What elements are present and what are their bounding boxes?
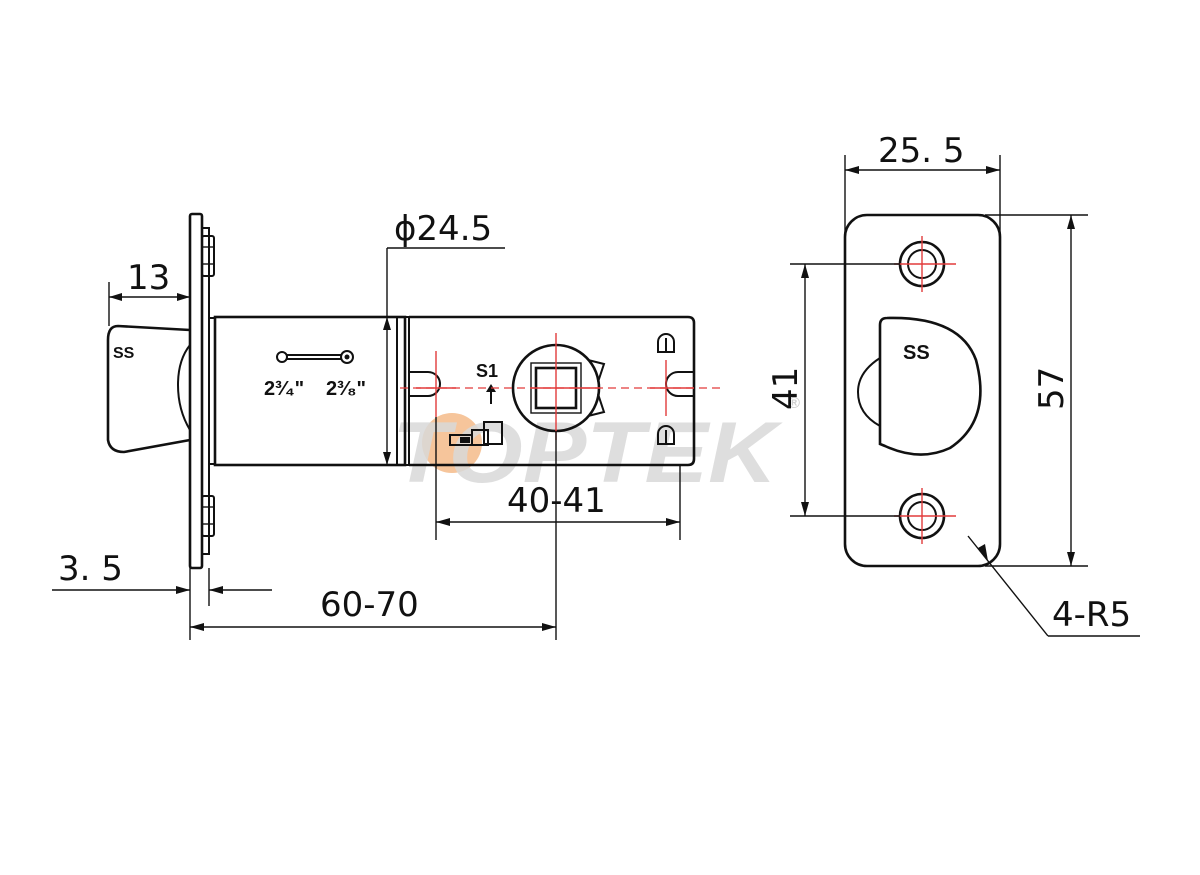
backset-adjuster bbox=[276, 350, 354, 364]
strike-mark: SS bbox=[903, 342, 930, 364]
strike-screw-hole-bottom bbox=[894, 488, 956, 544]
dim-13: 13 bbox=[127, 258, 170, 298]
strike-plate bbox=[843, 213, 1002, 568]
dim-3-5: 3. 5 bbox=[58, 549, 123, 589]
setting-mark: S1 bbox=[476, 361, 498, 381]
backset-label-long: 2³⁄₈" bbox=[326, 378, 366, 400]
dim-41: 41 bbox=[766, 367, 806, 410]
strike-opening bbox=[878, 316, 982, 456]
strike-plate-view: SS bbox=[843, 213, 1002, 568]
dim-40-41: 40-41 bbox=[507, 481, 606, 521]
dim-4-r5: 4-R5 bbox=[1052, 595, 1131, 635]
latch-faceplate bbox=[188, 212, 204, 570]
latch-side-view: SS 2³⁄₄" 2³⁄₈" bbox=[106, 212, 720, 570]
dim-diameter: ϕ24.5 bbox=[394, 209, 492, 249]
latch-dimensions: 13 ϕ24.5 3. 5 60-70 40-41 bbox=[52, 209, 681, 640]
watermark-text: TOPTEK bbox=[392, 405, 784, 501]
tail-slot-right bbox=[665, 371, 694, 397]
watermark: TOPTEK ® bbox=[392, 395, 800, 501]
latch-tail-plate bbox=[409, 315, 696, 467]
dim-57: 57 bbox=[1032, 367, 1072, 410]
faceplate-screw-bottom bbox=[201, 495, 215, 537]
backset-label-short: 2³⁄₄" bbox=[264, 378, 304, 400]
setting-switch bbox=[449, 421, 503, 446]
setting-arrow bbox=[486, 384, 496, 404]
dim-25-5: 25. 5 bbox=[878, 131, 965, 171]
tail-tab-bottom bbox=[657, 425, 675, 445]
faceplate-screw-top bbox=[201, 235, 215, 277]
latch-bolt-mark: SS bbox=[113, 345, 135, 362]
strike-screw-hole-top bbox=[894, 236, 956, 292]
latch-cylinder bbox=[213, 315, 407, 467]
latch-bolt bbox=[106, 324, 191, 454]
tail-tab-top bbox=[657, 333, 675, 353]
strike-dimensions: 25. 5 41 57 4-R5 bbox=[766, 131, 1140, 637]
tail-slot-left bbox=[409, 371, 441, 397]
watermark-registered: ® bbox=[788, 395, 800, 412]
watermark-accent-circle bbox=[422, 413, 482, 473]
dim-60-70: 60-70 bbox=[320, 585, 419, 625]
